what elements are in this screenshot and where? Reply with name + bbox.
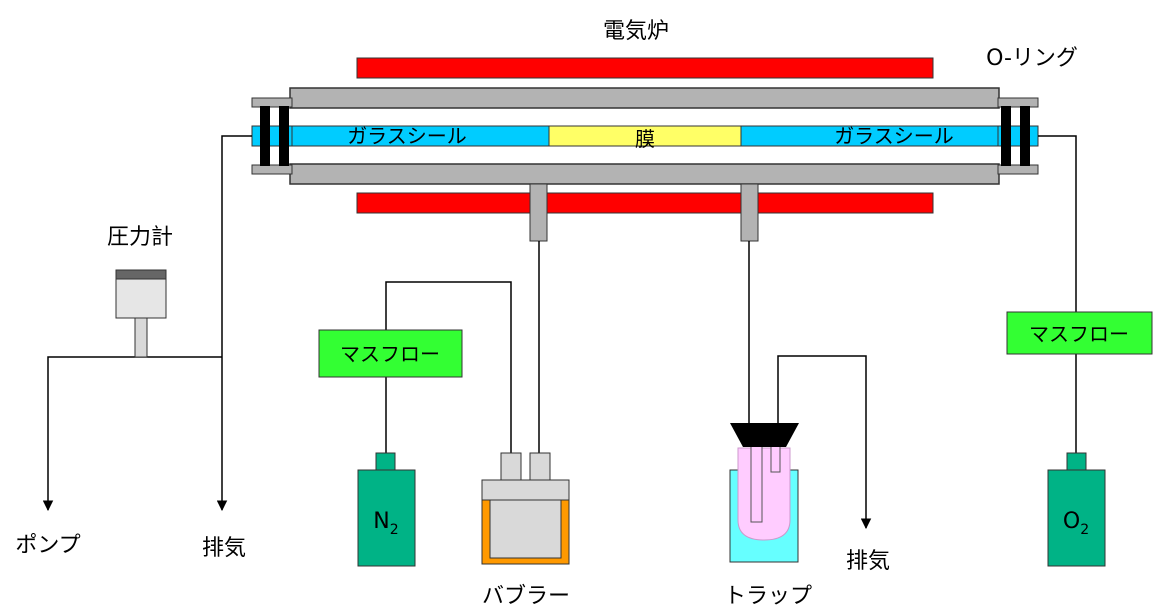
o-ring-left-2 (279, 106, 289, 166)
trap-short-pipe (770, 445, 781, 473)
pump-label: ポンプ (15, 533, 80, 558)
outer-tube-top (289, 87, 1000, 109)
pressure-gauge-stem (134, 317, 148, 358)
exhaust-left-label: 排気 (202, 536, 246, 561)
right-flange-top (997, 97, 1039, 108)
n2-cylinder (357, 469, 416, 567)
pressure-gauge-cap (115, 269, 167, 280)
bubbler-vessel (489, 499, 562, 559)
o-ring-label: O-リング (986, 46, 1078, 71)
port-right (740, 183, 759, 242)
bubbler-cap (481, 479, 570, 501)
trap-label: トラップ (724, 584, 812, 609)
o2-cylinder (1047, 469, 1106, 567)
o-ring-right-1 (1001, 106, 1011, 166)
trap-outlet-line (777, 355, 872, 530)
o-ring-left-1 (260, 106, 270, 166)
trap-tube (737, 447, 791, 541)
mass-flow-left-box (318, 329, 463, 378)
left-flange-top (251, 97, 293, 108)
left-feed-line (221, 135, 252, 357)
mass-flow-left-label: マスフロー (340, 342, 440, 366)
bubbler-label: バブラー (482, 584, 570, 609)
right-flange-bottom (997, 164, 1039, 175)
pressure-gauge-label: 圧力計 (107, 225, 173, 250)
o2-cylinder-valve (1066, 452, 1087, 471)
outer-tube-bottom (289, 163, 1000, 185)
furnace-bottom-heater (356, 192, 934, 214)
mass-flow-right-box (1006, 311, 1153, 355)
trap-stopper (730, 423, 799, 447)
pump-line (42, 356, 222, 512)
n2-cylinder-valve (375, 452, 396, 471)
glass-seal-left-label: ガラスシール (347, 124, 467, 148)
bubbler-inlet-neck (500, 452, 522, 481)
right-feed-line (1038, 135, 1077, 453)
membrane-label: 膜 (635, 127, 655, 151)
furnace-top-heater (356, 57, 934, 79)
furnace-label: 電気炉 (603, 19, 669, 44)
mass-flow-right-label: マスフロー (1029, 322, 1129, 346)
o-ring-right-2 (1020, 106, 1030, 166)
n2-label: N2 (373, 509, 398, 538)
exhaust-right-label: 排気 (846, 549, 890, 574)
bubbler-outlet-neck (529, 452, 551, 481)
o2-label: O2 (1063, 509, 1089, 538)
trap-inner-pipe (750, 445, 763, 523)
port-left (529, 183, 548, 242)
glass-seal-right-label: ガラスシール (834, 124, 954, 148)
left-flange-bottom (251, 164, 293, 175)
